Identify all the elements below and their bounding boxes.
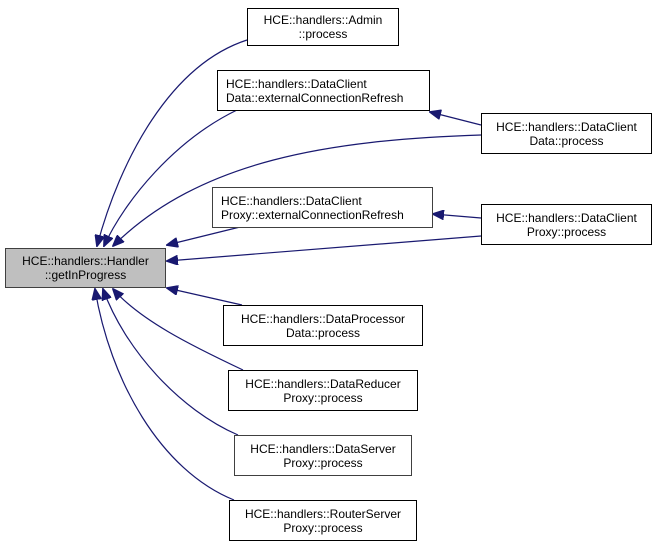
node-dataclientproxy-process[interactable]: HCE::handlers::DataClient Proxy::process (481, 204, 652, 245)
edge-dcp-ecr-to-handler (167, 226, 241, 245)
node-label-line2: Data::process (529, 133, 604, 148)
node-label-line2: Proxy::externalConnectionRefresh (221, 207, 404, 222)
node-datareducerproxy-process[interactable]: HCE::handlers::DataReducer Proxy::proces… (228, 370, 418, 411)
edge-dpd-proc-to-handler (167, 288, 243, 306)
node-label-line1: HCE::handlers::DataServer (250, 441, 396, 456)
node-dataclientproxy-externalconnectionrefresh[interactable]: HCE::handlers::DataClient Proxy::externa… (212, 187, 433, 228)
node-dataserverproxy-process[interactable]: HCE::handlers::DataServer Proxy::process (234, 435, 412, 476)
edge-dcd-proc-to-dcd-ecr (430, 112, 482, 126)
node-label-line2: ::process (298, 27, 348, 41)
node-dataclientdata-process[interactable]: HCE::handlers::DataClient Data::process (481, 113, 652, 154)
node-label-line2: Data::process (285, 325, 361, 340)
node-handler-getinprogress[interactable]: HCE::handlers::Handler ::getInProgress (5, 248, 166, 288)
edge-dcd-ecr-to-handler (104, 109, 238, 246)
node-label-line1: HCE::handlers::DataClient (496, 119, 637, 134)
edge-drp-proc-to-handler (113, 289, 244, 371)
edge-dcp-proc-to-handler (167, 235, 482, 261)
edge-rsp-proc-to-handler (95, 289, 235, 501)
node-label-line1: HCE::handlers::RouterServer (244, 506, 402, 521)
node-label-line2: Proxy::process (283, 390, 363, 405)
node-label-line1: HCE::handlers::DataProcessor (240, 311, 406, 326)
node-routerserverproxy-process[interactable]: HCE::handlers::RouterServer Proxy::proce… (229, 500, 417, 541)
node-label-line1: HCE::handlers::Handler (22, 254, 149, 268)
node-label-line1: HCE::handlers::DataClient (226, 76, 367, 91)
node-label-line2: ::getInProgress (44, 268, 127, 282)
node-label-line2: Proxy::process (526, 224, 607, 239)
edge-dcp-proc-to-dcp-ecr (433, 214, 482, 218)
node-label-line2: Proxy::process (283, 520, 363, 535)
node-dataclientdata-externalconnectionrefresh[interactable]: HCE::handlers::DataClient Data::external… (217, 70, 430, 111)
node-label-line2: Proxy::process (283, 455, 363, 470)
node-label-line1: HCE::handlers::Admin (263, 13, 383, 27)
node-label-line1: HCE::handlers::DataReducer (245, 376, 401, 391)
edge-dcd-proc-to-handler (113, 134, 482, 246)
edge-admin-to-handler (97, 39, 248, 246)
node-dataprocessordata-process[interactable]: HCE::handlers::DataProcessor Data::proce… (223, 305, 423, 346)
node-label-line1: HCE::handlers::DataClient (221, 193, 362, 208)
edge-dsp-proc-to-handler (103, 289, 239, 436)
node-label-line1: HCE::handlers::DataClient (496, 210, 637, 225)
node-admin-process[interactable]: HCE::handlers::Admin ::process (247, 8, 399, 46)
node-label-line2: Data::externalConnectionRefresh (226, 90, 404, 105)
